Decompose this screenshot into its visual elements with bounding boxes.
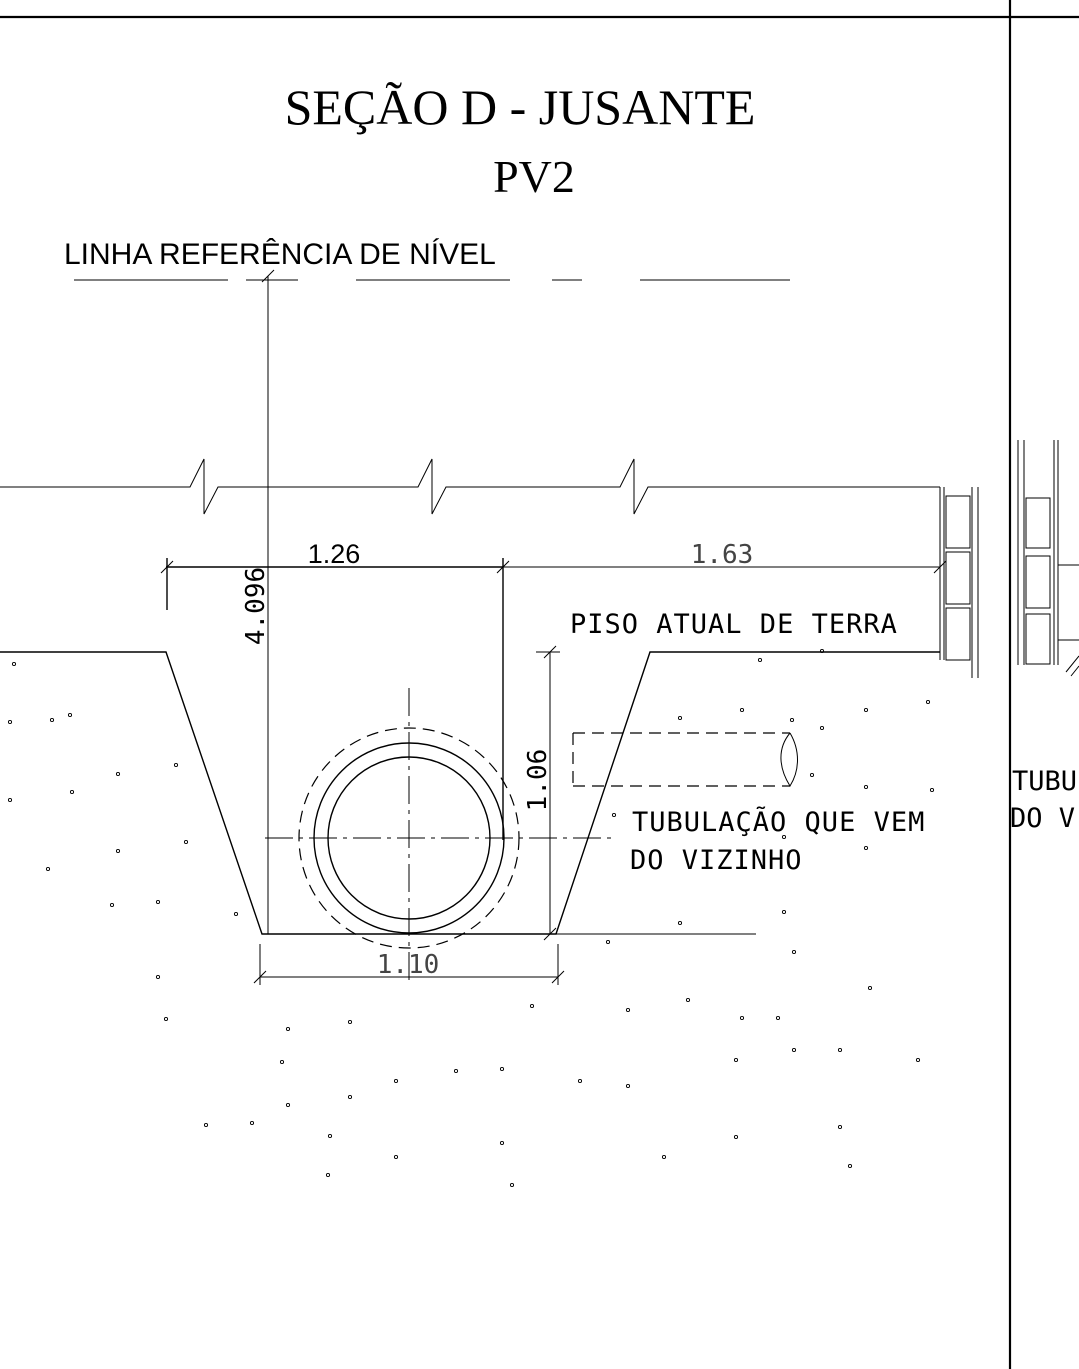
soil-dot <box>863 784 869 790</box>
soil-dot <box>733 1057 739 1063</box>
soil-dot <box>327 1133 333 1139</box>
soil-dot <box>45 866 51 872</box>
soil-dot <box>115 848 121 854</box>
wall-section <box>939 487 979 678</box>
soil-dot <box>279 1059 285 1065</box>
pipe-label-line1: TUBULAÇÃO QUE VEM <box>632 806 925 838</box>
soil-dot <box>925 699 931 705</box>
soil-dot <box>819 725 825 731</box>
dimension-total-depth-label: 4.096 <box>241 567 271 645</box>
dimension-right-width-label: 1.63 <box>691 540 754 570</box>
soil-dot <box>509 1182 515 1188</box>
dimension-trench-depth <box>536 645 560 941</box>
dimension-trench-depth-label: 1.06 <box>523 749 553 812</box>
soil-dot <box>347 1019 353 1025</box>
adjacent-label-line1: TUBU <box>1012 766 1077 797</box>
section-subtitle: PV2 <box>493 151 575 202</box>
soil-dot <box>605 939 611 945</box>
reference-level-label: LINHA REFERÊNCIA DE NÍVEL <box>64 238 496 271</box>
soil-dot <box>863 707 869 713</box>
soil-dot <box>739 1015 745 1021</box>
soil-dot <box>781 834 787 840</box>
soil-dot <box>453 1068 459 1074</box>
soil-dot <box>685 997 691 1003</box>
soil-dot <box>577 1078 583 1084</box>
soil-dot <box>819 648 825 654</box>
soil-dot <box>285 1102 291 1108</box>
soil-dot <box>69 789 75 795</box>
soil-dot <box>393 1078 399 1084</box>
soil-dot <box>183 839 189 845</box>
soil-dot <box>233 911 239 917</box>
soil-dot <box>867 985 873 991</box>
dimension-top-width <box>160 558 510 840</box>
soil-dot <box>499 1066 505 1072</box>
soil-dot <box>677 715 683 721</box>
ground-label: PISO ATUAL DE TERRA <box>570 609 898 640</box>
soil-dot <box>499 1140 505 1146</box>
soil-dot <box>11 661 17 667</box>
break-line <box>0 458 940 515</box>
adjacent-section-wall <box>1017 440 1079 677</box>
soil-dot <box>837 1047 843 1053</box>
soil-dot <box>789 717 795 723</box>
soil-dot <box>733 1134 739 1140</box>
soil-dot <box>625 1007 631 1013</box>
soil-dot <box>929 787 935 793</box>
dimension-right-width <box>503 560 947 574</box>
soil-dot <box>529 1003 535 1009</box>
soil-hatching <box>7 648 935 1188</box>
soil-dot <box>155 974 161 980</box>
soil-dot <box>393 1154 399 1160</box>
soil-dot <box>781 909 787 915</box>
soil-dot <box>155 899 161 905</box>
soil-dot <box>661 1154 667 1160</box>
soil-dot <box>847 1163 853 1169</box>
soil-dot <box>837 1124 843 1130</box>
soil-dot <box>173 762 179 768</box>
section-title: SEÇÃO D - JUSANTE <box>285 79 756 135</box>
soil-dot <box>791 949 797 955</box>
soil-dot <box>347 1094 353 1100</box>
dimension-bottom-width-label: 1.10 <box>377 950 440 980</box>
soil-dot <box>863 845 869 851</box>
soil-dot <box>115 771 121 777</box>
soil-dot <box>757 657 763 663</box>
soil-dot <box>249 1120 255 1126</box>
soil-dot <box>625 1083 631 1089</box>
soil-dot <box>109 902 115 908</box>
adjacent-label-line2: DO V <box>1010 803 1075 834</box>
soil-dot <box>325 1172 331 1178</box>
soil-dot <box>7 797 13 803</box>
soil-dot <box>775 1015 781 1021</box>
pipe-section <box>265 688 612 985</box>
soil-dot <box>611 812 617 818</box>
soil-dot <box>915 1057 921 1063</box>
soil-dot <box>203 1122 209 1128</box>
soil-dot <box>7 719 13 725</box>
soil-dot <box>739 707 745 713</box>
dimension-top-width-label: 1.26 <box>308 539 361 569</box>
soil-dot <box>67 712 73 718</box>
soil-dot <box>809 772 815 778</box>
soil-dot <box>677 920 683 926</box>
soil-dot <box>285 1026 291 1032</box>
soil-dot <box>49 717 55 723</box>
incoming-pipe <box>572 732 798 787</box>
soil-dot <box>163 1016 169 1022</box>
soil-dot <box>791 1047 797 1053</box>
pipe-label-line2: DO VIZINHO <box>630 845 803 876</box>
